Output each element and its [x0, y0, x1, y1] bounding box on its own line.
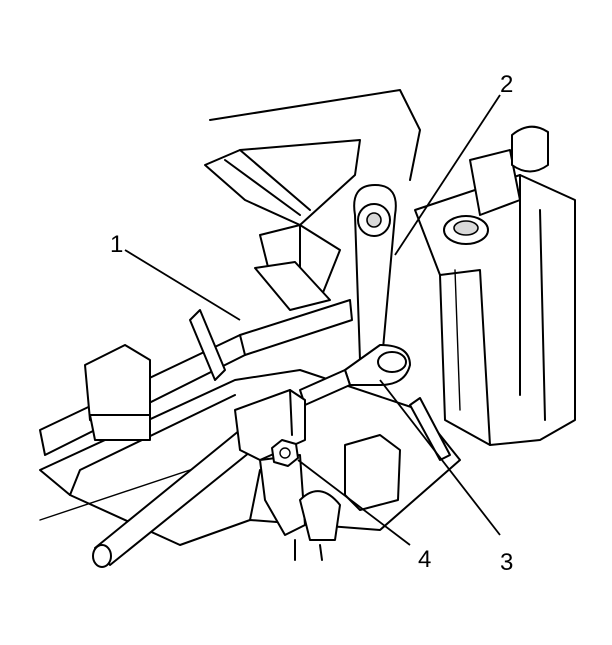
- leader-4: [297, 459, 411, 546]
- leader-2: [394, 94, 501, 256]
- callout-2: 2: [500, 71, 513, 98]
- callout-4: 4: [418, 546, 431, 573]
- callout-leaders: [124, 94, 501, 546]
- leader-3: [379, 379, 501, 536]
- callout-3: 3: [500, 549, 513, 576]
- stabilizer-link: [353, 184, 397, 361]
- lower-right-bushing-block: [344, 397, 451, 511]
- leader-1: [124, 249, 241, 321]
- link-end-bushing: [344, 344, 411, 386]
- callout-1: 1: [110, 231, 123, 258]
- retaining-nut: [271, 439, 299, 467]
- right-frame-rail: [414, 174, 576, 446]
- upper-body-panel: [204, 89, 421, 311]
- left-bushing-block: [84, 309, 226, 441]
- upper-right-mount: [443, 125, 549, 245]
- mounting-bracket: [259, 454, 341, 561]
- callout-labels: 1 2 3 4: [110, 71, 513, 576]
